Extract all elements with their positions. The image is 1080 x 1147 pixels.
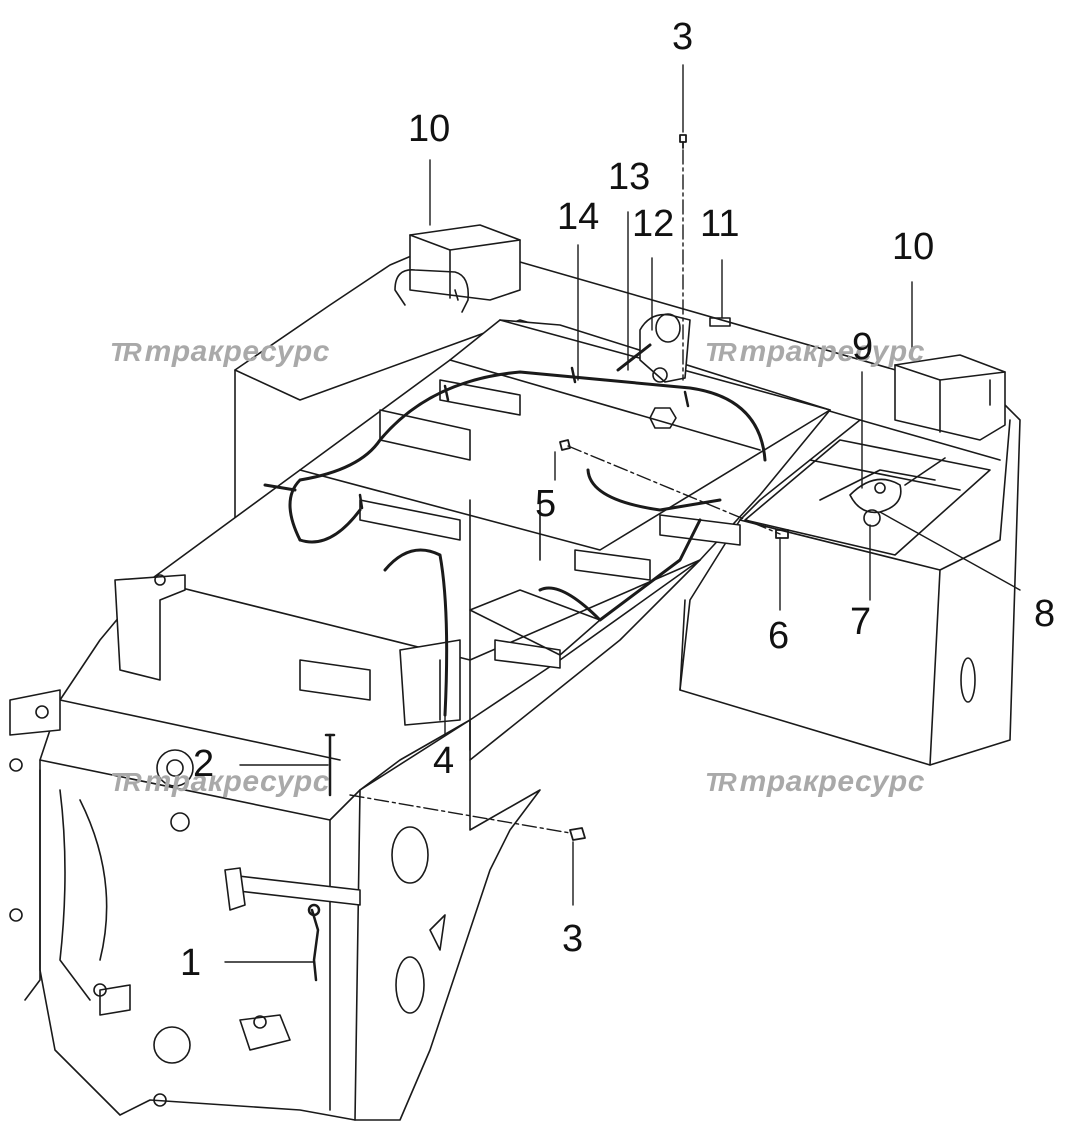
callout-10-left: 10 bbox=[408, 108, 451, 150]
callout-1: 1 bbox=[180, 942, 202, 984]
callout-4: 4 bbox=[433, 740, 455, 782]
assembly-lines bbox=[349, 149, 781, 834]
watermark-logo: TR bbox=[110, 337, 142, 367]
watermark-logo: TR bbox=[110, 767, 142, 797]
harness-clamps bbox=[358, 366, 690, 510]
right-box-10 bbox=[894, 354, 1006, 441]
main-chassis bbox=[9, 319, 831, 1121]
sensor-assembly bbox=[616, 313, 731, 429]
callout-7: 7 bbox=[850, 601, 872, 643]
bolts bbox=[559, 134, 789, 841]
battery-plate bbox=[744, 439, 991, 556]
callout-3-bottom: 3 bbox=[562, 918, 584, 960]
callout-2: 2 bbox=[193, 743, 215, 785]
leader-lines bbox=[224, 64, 1021, 963]
item-2-bolt bbox=[324, 733, 336, 797]
watermark-logo: TR bbox=[705, 767, 737, 797]
callout-14: 14 bbox=[557, 196, 600, 238]
watermark-text: тракресурс bbox=[144, 335, 330, 368]
front-sensor bbox=[307, 903, 321, 982]
wiring-harness bbox=[263, 370, 767, 717]
callout-10-right: 10 bbox=[892, 226, 935, 268]
left-box-10 bbox=[394, 224, 521, 313]
callout-13: 13 bbox=[608, 156, 651, 198]
callout-11: 11 bbox=[700, 203, 740, 245]
watermark-text: тракресурс bbox=[739, 765, 925, 798]
callout-9: 9 bbox=[852, 326, 874, 368]
callout-5: 5 bbox=[535, 483, 557, 525]
watermark-text: тракресурс bbox=[144, 765, 330, 798]
watermark-text: тракресурс bbox=[739, 335, 925, 368]
callout-3-top: 3 bbox=[672, 16, 694, 58]
callout-6: 6 bbox=[768, 615, 790, 657]
callout-8: 8 bbox=[1034, 593, 1056, 635]
callout-12: 12 bbox=[632, 203, 675, 245]
watermark-logo: TR bbox=[705, 337, 737, 367]
